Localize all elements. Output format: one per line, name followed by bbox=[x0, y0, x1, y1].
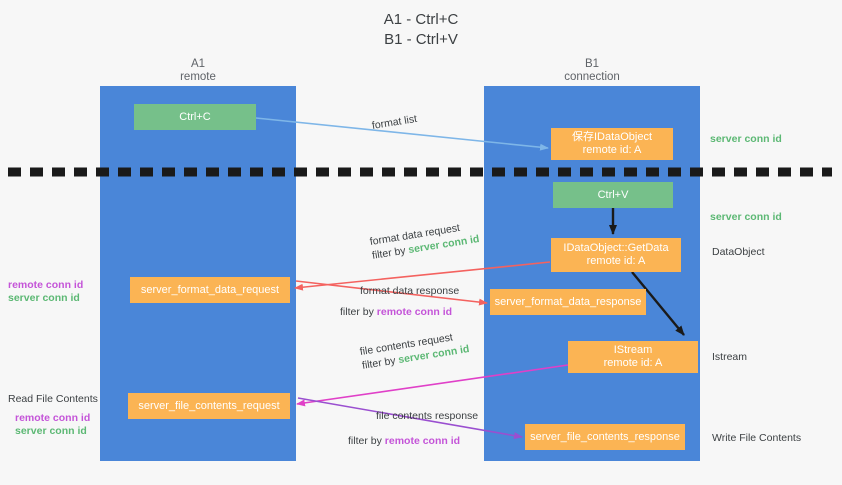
title-line-2: B1 - Ctrl+V bbox=[384, 31, 458, 48]
box-getdata-title: IDataObject::GetData bbox=[563, 242, 669, 254]
box-server-format-data-request-label: server_format_data_request bbox=[140, 283, 280, 296]
box-idataobject-getdata[interactable]: IDataObject::GetData remote id: A bbox=[551, 238, 681, 272]
right-label-server-conn-id-2: server conn id bbox=[710, 211, 782, 223]
annotation-format-data-response-label: format data response bbox=[360, 285, 460, 297]
column-a1-name: A1 bbox=[190, 58, 206, 70]
box-ctrl-c[interactable]: Ctrl+C bbox=[134, 104, 256, 130]
column-b1-name: B1 bbox=[584, 58, 600, 70]
box-server-file-contents-response[interactable]: server_file_contents_response bbox=[525, 424, 685, 450]
box-istream-subtitle: remote id: A bbox=[603, 357, 663, 369]
filter-prefix: filter by bbox=[348, 435, 385, 447]
box-istream-title: IStream bbox=[613, 344, 653, 356]
box-server-file-contents-request[interactable]: server_file_contents_request bbox=[128, 393, 290, 419]
box-save-idataobject[interactable]: 保存IDataObject remote id: A bbox=[551, 128, 673, 160]
right-label-server-conn-id-1: server conn id bbox=[710, 133, 782, 145]
left-label-remote-conn-id-2: remote conn id bbox=[15, 412, 91, 424]
box-ctrl-v-label: Ctrl+V bbox=[597, 188, 629, 201]
box-getdata-subtitle: remote id: A bbox=[586, 255, 646, 267]
column-header-b1: B1 connection bbox=[484, 58, 700, 84]
annotation-format-data-response: format data response bbox=[360, 284, 459, 298]
filter-value-remote-conn-id: remote conn id bbox=[376, 306, 453, 318]
arrow-file-contents-response bbox=[297, 397, 523, 440]
box-save-idataobject-title: 保存IDataObject bbox=[571, 131, 653, 143]
annotation-file-contents-response: file contents response bbox=[376, 409, 478, 423]
annotation-file-contents-response-filter: filter by remote conn id bbox=[348, 434, 460, 448]
arrow-format-data-request bbox=[294, 261, 551, 291]
left-label-remote-conn-id-1: remote conn id bbox=[8, 279, 84, 291]
annotation-file-contents-response-label: file contents response bbox=[376, 410, 479, 422]
annotation-format-data-response-filter: filter by remote conn id bbox=[340, 305, 452, 319]
arrow-getdata-to-istream bbox=[631, 271, 685, 336]
box-server-format-data-response-label: server_format_data_response bbox=[494, 295, 642, 308]
left-label-read-file-contents: Read File Contents bbox=[8, 393, 98, 405]
box-ctrl-c-label: Ctrl+C bbox=[179, 110, 211, 123]
filter-value-remote-conn-id: remote conn id bbox=[384, 435, 461, 447]
column-b1-role: connection bbox=[564, 71, 620, 83]
left-label-server-conn-id-1: server conn id bbox=[8, 292, 80, 304]
column-a1-role: remote bbox=[180, 71, 216, 83]
arrow-file-contents-request bbox=[296, 364, 569, 407]
left-label-server-conn-id-2: server conn id bbox=[15, 425, 87, 437]
filter-prefix: filter by bbox=[340, 306, 377, 318]
right-label-write-file-contents: Write File Contents bbox=[712, 432, 802, 444]
box-ctrl-v[interactable]: Ctrl+V bbox=[553, 182, 673, 208]
box-istream[interactable]: IStream remote id: A bbox=[568, 341, 698, 373]
box-server-format-data-response[interactable]: server_format_data_response bbox=[490, 289, 646, 315]
box-save-idataobject-subtitle: remote id: A bbox=[582, 144, 642, 156]
box-server-file-contents-request-label: server_file_contents_request bbox=[138, 399, 280, 412]
box-server-format-data-request[interactable]: server_format_data_request bbox=[130, 277, 290, 303]
box-server-file-contents-response-label: server_file_contents_response bbox=[530, 430, 680, 443]
right-label-istream: Istream bbox=[712, 351, 748, 363]
arrow-format-list bbox=[255, 117, 549, 151]
right-label-dataobject: DataObject bbox=[712, 246, 765, 258]
column-header-a1: A1 remote bbox=[100, 58, 296, 84]
page-title: A1 - Ctrl+C B1 - Ctrl+V bbox=[0, 10, 842, 50]
arrow-format-data-response bbox=[295, 280, 488, 306]
title-line-1: A1 - Ctrl+C bbox=[383, 11, 459, 28]
